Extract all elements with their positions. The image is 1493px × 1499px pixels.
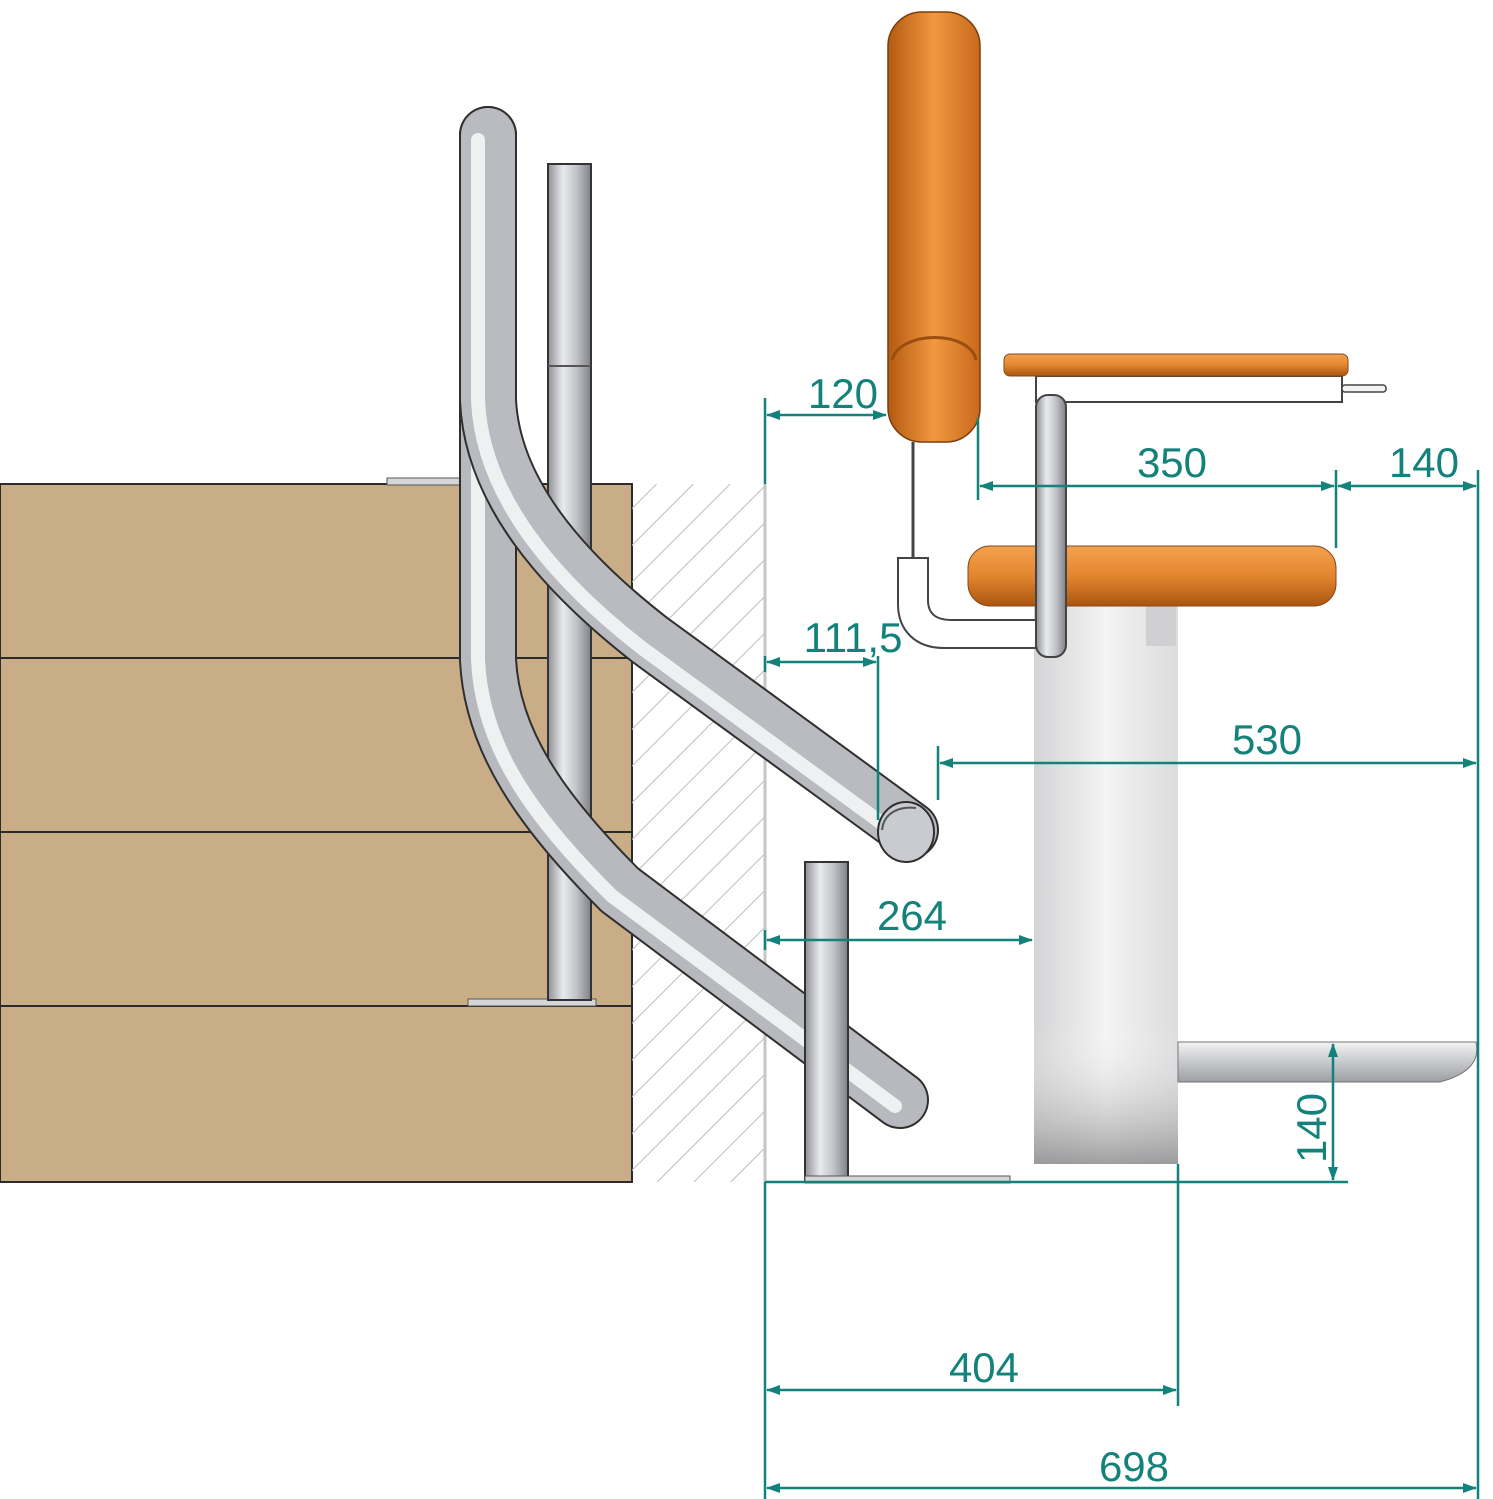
dim-label-footrest-height: 140 [1288, 1093, 1335, 1163]
stair-step [0, 1005, 633, 1183]
dimension-labels: 120 350 140 111,5 530 264 140 404 698 [804, 370, 1459, 1490]
rail-end-cap [877, 801, 935, 863]
footrest [1177, 1041, 1478, 1083]
curved-rail-lower [459, 106, 929, 1129]
dim-label-seat-overhang: 140 [1389, 439, 1459, 486]
armrest [1003, 353, 1387, 658]
dim-label-armrest-offset: 120 [808, 370, 878, 417]
dim-label-rail-to-chair: 530 [1232, 716, 1302, 763]
dim-label-rail-post-gap: 264 [877, 892, 947, 939]
chair-carriage [1034, 606, 1178, 1164]
backrest [887, 11, 981, 443]
dim-label-seat-depth: 350 [1137, 439, 1207, 486]
dim-label-rail-clearance: 111,5 [804, 614, 903, 661]
dimensions [763, 398, 1480, 1499]
hatched-clearance-zone [632, 484, 765, 1182]
seat-cushion [967, 545, 1337, 607]
curved-rail-upper [459, 106, 939, 863]
stair-step [0, 831, 633, 1007]
dim-label-total-depth: 698 [1099, 1443, 1169, 1490]
control-joystick [1341, 384, 1387, 393]
mid-mounting-plate [467, 998, 597, 1007]
dim-label-footprint-depth: 404 [949, 1344, 1019, 1391]
rail-post-lower [804, 861, 1011, 1184]
